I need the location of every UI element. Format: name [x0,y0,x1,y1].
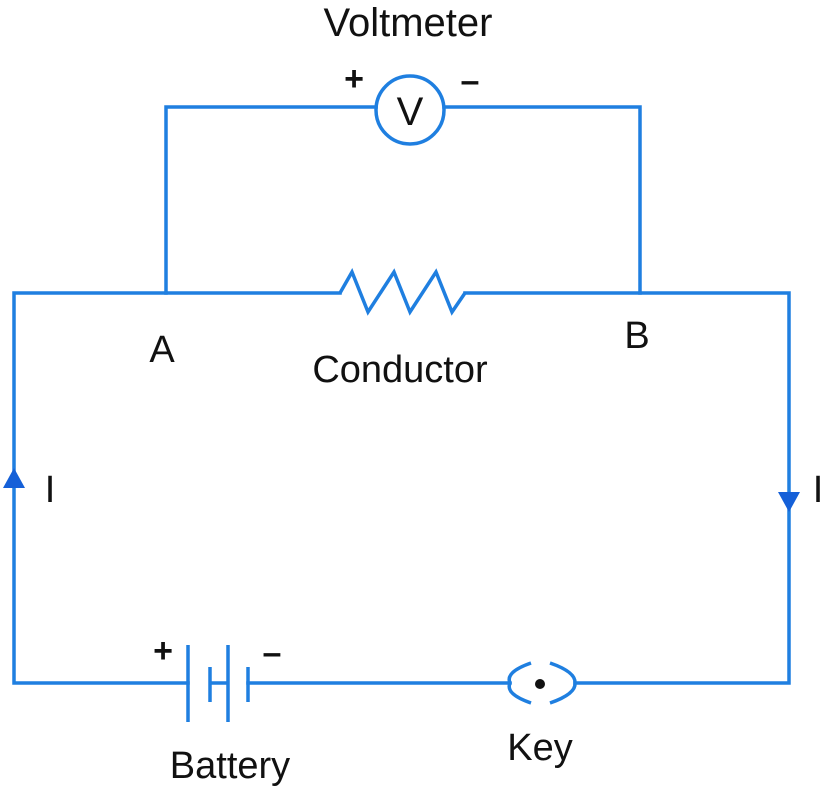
node-a-label: A [149,329,175,371]
voltmeter-label: Voltmeter [324,1,493,45]
current-arrow-down-icon [778,492,800,512]
battery-minus-sign: – [263,634,282,672]
conductor-label: Conductor [312,349,488,391]
battery-label: Battery [170,745,290,787]
wire-top-right [463,291,791,685]
current-left-label: I [45,469,56,511]
battery-plus-sign: + [153,632,173,670]
voltmeter-plus-sign: + [344,60,364,98]
key-label: Key [507,727,572,769]
current-arrow-up-icon [3,468,25,488]
voltmeter-symbol: V [397,90,424,134]
battery-symbol [186,645,250,722]
wire-top-left [12,291,342,482]
conductor-resistor [338,267,467,316]
wire-bottom-left [12,478,190,685]
key-left-bracket [507,661,532,705]
node-b-label: B [624,315,649,357]
voltmeter-minus-sign: – [461,62,480,100]
voltmeter-circle [374,74,446,146]
key-plug-dot [535,679,545,689]
current-right-label: I [813,469,824,511]
key-right-bracket [549,661,577,705]
key-symbol [507,661,577,705]
wire-voltmeter-right [442,105,642,295]
wire-voltmeter-left [164,105,378,295]
